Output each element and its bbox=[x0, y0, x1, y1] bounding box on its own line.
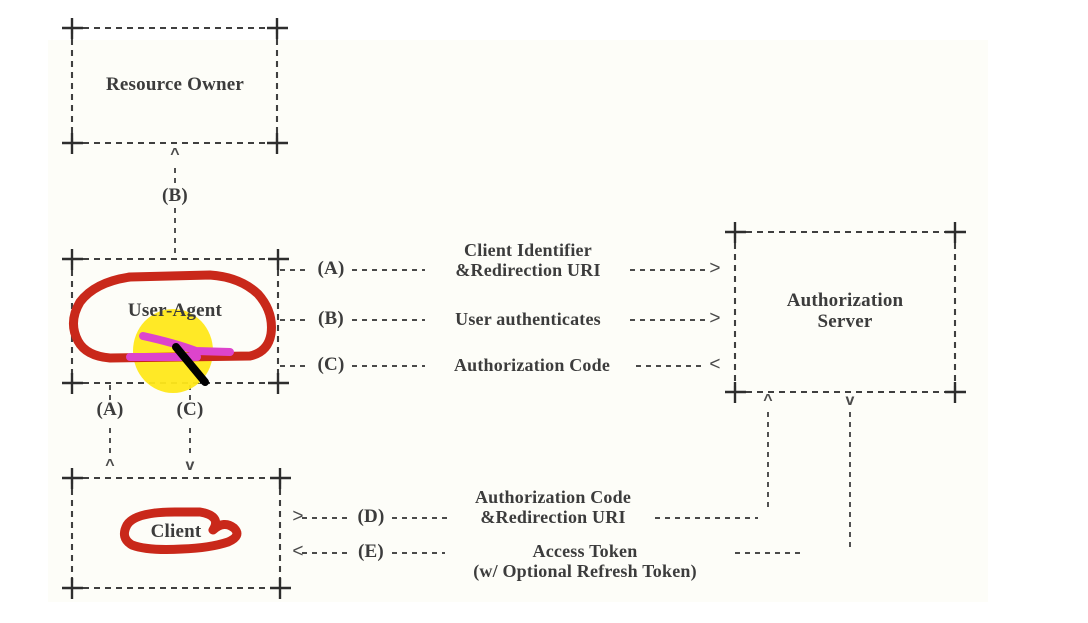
upper-flow-step-c: (C) bbox=[317, 354, 345, 375]
lower-flow-step-d: (D) bbox=[357, 506, 385, 527]
resource-owner-box-outline bbox=[62, 18, 288, 154]
upper-flow-marker-b-icon: > bbox=[709, 308, 721, 329]
node-label-resource-owner: Resource Owner bbox=[105, 74, 245, 95]
upper-flow-text-c: Authorization Code bbox=[453, 355, 611, 375]
node-label-client: Client bbox=[150, 521, 202, 542]
client-link-c-arrowhead-down-icon: v bbox=[185, 457, 195, 474]
client-link-step-c: (C) bbox=[176, 399, 204, 420]
upper-flow-step-b: (B) bbox=[318, 308, 344, 329]
client-link-step-a: (A) bbox=[96, 399, 124, 420]
upper-flow-step-a: (A) bbox=[317, 258, 345, 279]
vertical-link-step-b: (B) bbox=[162, 185, 188, 206]
lower-flow-marker-d-icon: > bbox=[292, 506, 304, 527]
upper-flow-marker-a-icon: > bbox=[709, 258, 721, 279]
server-link-arrowhead-down-icon: v bbox=[845, 392, 855, 409]
red-ellipse-around-client bbox=[119, 507, 242, 554]
client-box-outline bbox=[62, 468, 291, 599]
red-ellipse-around-user-agent bbox=[69, 270, 276, 363]
lower-flow-text-e: Access Token (w/ Optional Refresh Token) bbox=[473, 541, 697, 582]
client-link-a-arrowhead-up-icon: ^ bbox=[105, 457, 115, 474]
lower-flow-text-d: Authorization Code &Redirection URI bbox=[474, 487, 632, 528]
vertical-link-arrowhead-up-icon: ^ bbox=[170, 146, 180, 163]
black-cursor-arrow-stem bbox=[172, 343, 209, 386]
node-label-authorization-server: Authorization Server bbox=[786, 290, 904, 333]
authorization-server-box-outline bbox=[725, 222, 966, 403]
upper-flow-marker-c-icon: < bbox=[709, 354, 721, 375]
upper-flow-text-a: Client Identifier &Redirection URI bbox=[455, 240, 601, 281]
server-link-arrowhead-up-icon: ^ bbox=[763, 392, 773, 409]
node-label-user-agent: User-Agent bbox=[127, 300, 223, 321]
diagram-paper-background bbox=[48, 40, 988, 602]
authorization-server-bottom-connectors bbox=[767, 412, 851, 548]
lower-flow-step-e: (E) bbox=[358, 541, 384, 562]
upper-flow-text-b: User authenticates bbox=[455, 309, 601, 329]
lower-flow-marker-e-icon: < bbox=[292, 541, 304, 562]
